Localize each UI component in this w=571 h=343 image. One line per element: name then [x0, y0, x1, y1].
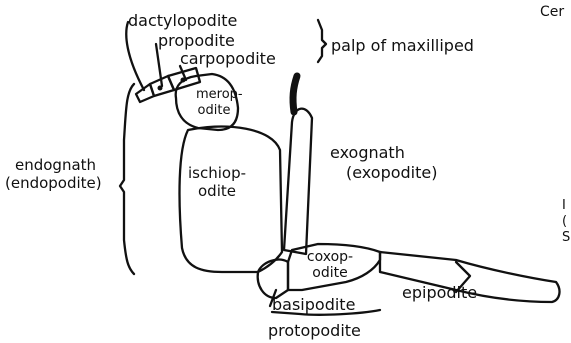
basipodite-segment: [258, 260, 288, 298]
label-exognath-line2: (exopodite): [346, 165, 437, 180]
label-meropodite-line2: odite: [196, 103, 232, 118]
endognath-brace: [120, 84, 134, 274]
dactylopodite-segment: [136, 84, 154, 102]
label-dactylopodite: dactylopodite: [128, 13, 237, 28]
label-palp-of-maxilliped: palp of maxilliped: [331, 38, 474, 53]
label-endognath-line1: endognath: [15, 158, 96, 173]
palp-brace: [318, 20, 326, 62]
label-meropodite-line1: merop-: [196, 87, 232, 102]
dactylopodite-leader: [126, 22, 144, 90]
label-edge-cropped-2: (: [562, 214, 567, 229]
label-edge-cropped-3: S: [562, 230, 570, 245]
exopodite-flagellum: [293, 76, 297, 112]
meropodite-segment: [176, 74, 238, 130]
label-ischiopodite-line1: ischiop-: [182, 166, 252, 181]
label-edge-cropped-1: I: [562, 198, 566, 213]
label-ischiopodite-line2: odite: [182, 184, 252, 199]
label-basipodite: basipodite: [272, 297, 355, 312]
label-coxopodite-line2: odite: [300, 266, 360, 281]
label-exognath-line1: exognath: [330, 145, 405, 160]
label-protopodite: protopodite: [268, 323, 361, 338]
label-epipodite: epipodite: [402, 285, 477, 300]
label-coxopodite-line1: coxop-: [300, 250, 360, 265]
label-propodite: propodite: [158, 33, 235, 48]
exopodite-segment: [284, 109, 312, 254]
label-corner-cropped: Cer: [540, 5, 564, 20]
label-endognath-line2: (endopodite): [5, 176, 102, 191]
label-carpopodite: carpopodite: [180, 51, 276, 66]
